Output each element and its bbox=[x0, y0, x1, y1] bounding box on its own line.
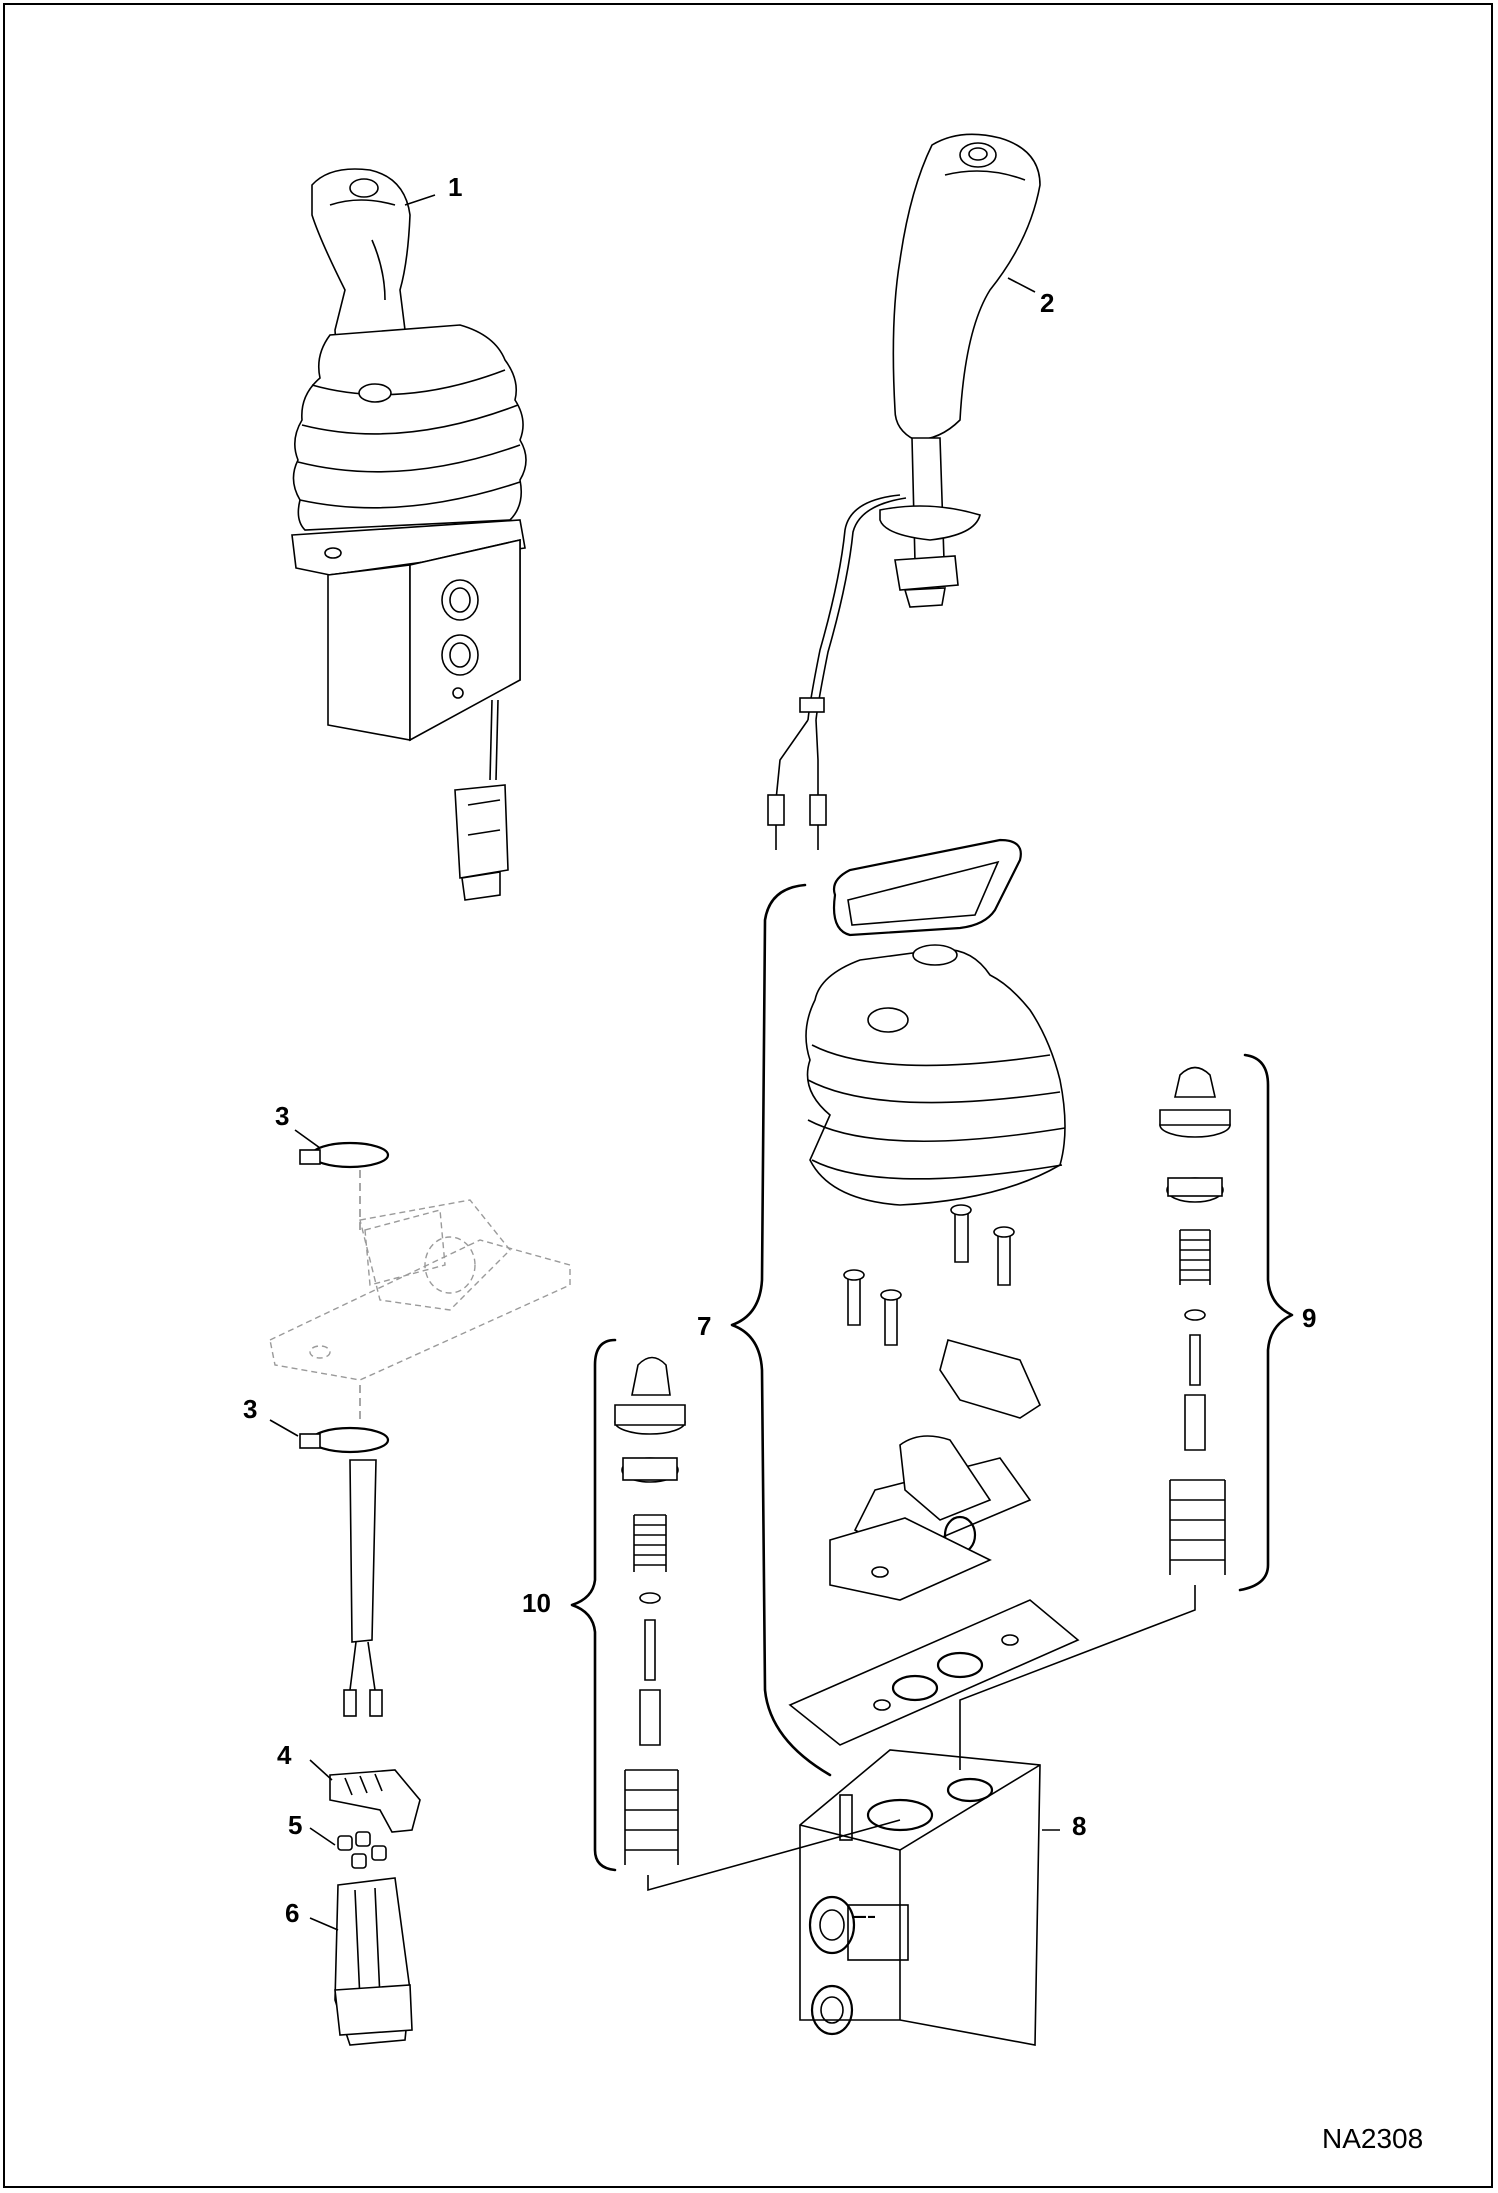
callout-3-upper: 3 bbox=[275, 1101, 289, 1131]
callout-2: 2 bbox=[1040, 288, 1054, 318]
part-10-valve-stack bbox=[614, 1356, 901, 1892]
ghost-joystick-base bbox=[269, 1170, 571, 1420]
part-7-boot-kit bbox=[788, 838, 1080, 1746]
part-6-connector-housing bbox=[334, 1877, 413, 2046]
part-8-valve-block: ▬▬ ▬ bbox=[799, 1749, 1041, 2046]
part-5-terminal-seals bbox=[337, 1831, 387, 1869]
brace-7 bbox=[730, 883, 832, 1777]
block-stamp: ▬▬ ▬ bbox=[852, 1913, 875, 1920]
leader-5 bbox=[309, 1827, 336, 1846]
callout-7: 7 bbox=[697, 1311, 711, 1341]
part-2-handle-with-wiring bbox=[767, 133, 1041, 850]
part-3-cable-tie-lower bbox=[299, 1426, 390, 1454]
leader-3b bbox=[269, 1419, 299, 1437]
callout-4: 4 bbox=[277, 1740, 292, 1770]
leader-4 bbox=[309, 1759, 333, 1781]
wire-lead bbox=[343, 1459, 383, 1717]
callout-1: 1 bbox=[448, 172, 462, 202]
callout-6: 6 bbox=[285, 1898, 299, 1928]
part-9-valve-stack bbox=[959, 1066, 1231, 1770]
figure-code: NA2308 bbox=[1322, 2123, 1423, 2154]
part-1-joystick-assembly bbox=[291, 168, 527, 901]
leader-2 bbox=[1007, 277, 1036, 293]
brace-9 bbox=[1238, 1053, 1294, 1592]
figure-frame bbox=[3, 3, 1493, 2188]
part-4-connector-lock bbox=[329, 1769, 421, 1833]
leader-6 bbox=[309, 1917, 339, 1931]
callout-10: 10 bbox=[522, 1588, 551, 1618]
callout-8: 8 bbox=[1072, 1811, 1086, 1841]
leader-1 bbox=[404, 194, 436, 206]
leader-3a bbox=[294, 1129, 321, 1149]
callout-3-lower: 3 bbox=[243, 1394, 257, 1424]
callout-5: 5 bbox=[288, 1810, 302, 1840]
callout-9: 9 bbox=[1302, 1303, 1316, 1333]
part-3-cable-tie-upper bbox=[299, 1141, 390, 1169]
brace-10 bbox=[570, 1338, 617, 1872]
